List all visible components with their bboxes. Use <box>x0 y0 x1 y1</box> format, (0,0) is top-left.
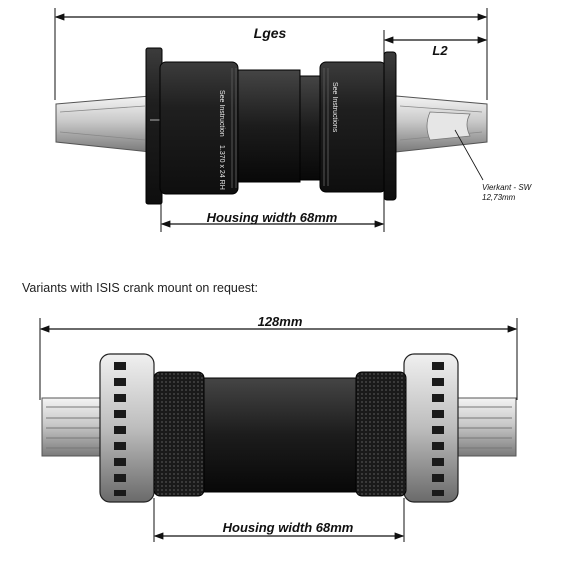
spindle-flat-face <box>426 111 471 141</box>
center-shell <box>237 69 301 183</box>
isis-left-notches <box>114 362 126 496</box>
spindle-taper-left <box>55 95 151 153</box>
diagram-isis: 128mm <box>39 314 518 542</box>
isis-spindle-right <box>449 397 517 457</box>
right-sleeve <box>299 75 323 181</box>
right-cup-flange <box>383 51 397 201</box>
right-cup-threads <box>323 68 329 186</box>
isis-right-notches <box>432 362 444 496</box>
isis-variant-caption: Variants with ISIS crank mount on reques… <box>22 281 258 295</box>
isis-right-knurl <box>355 371 407 497</box>
left-cup-print-thread: 1.370 x 24 RH <box>218 145 225 190</box>
l2-label: L2 <box>432 43 448 58</box>
isis-left-cup-ring <box>99 353 155 503</box>
spindle-leader-line <box>454 129 484 181</box>
right-cup-print: See Instructions <box>331 82 338 133</box>
isis-center-shell <box>203 377 357 493</box>
spindle-label-line2: 12,73mm <box>482 193 516 202</box>
isis-housing-width-label: Housing width 68mm <box>223 520 354 535</box>
isis-total-length-label: 128mm <box>258 314 303 329</box>
left-cup-print: See Instruction <box>218 90 225 137</box>
isis-spline-right <box>454 406 512 449</box>
isis-spline-left <box>46 406 104 449</box>
diagram-square-taper: Lges L2 See Instruction 1.370 x 24 RH <box>54 8 533 232</box>
left-cup-threads <box>231 68 237 188</box>
isis-right-cup-ring <box>403 353 459 503</box>
right-cup-body <box>319 61 387 193</box>
housing-width-label: Housing width 68mm <box>207 210 338 225</box>
spindle-label-line1: Vierkant - SW <box>482 183 533 192</box>
isis-left-knurl <box>153 371 205 497</box>
left-cup-body <box>159 61 239 195</box>
total-length-label: Lges <box>254 25 287 41</box>
